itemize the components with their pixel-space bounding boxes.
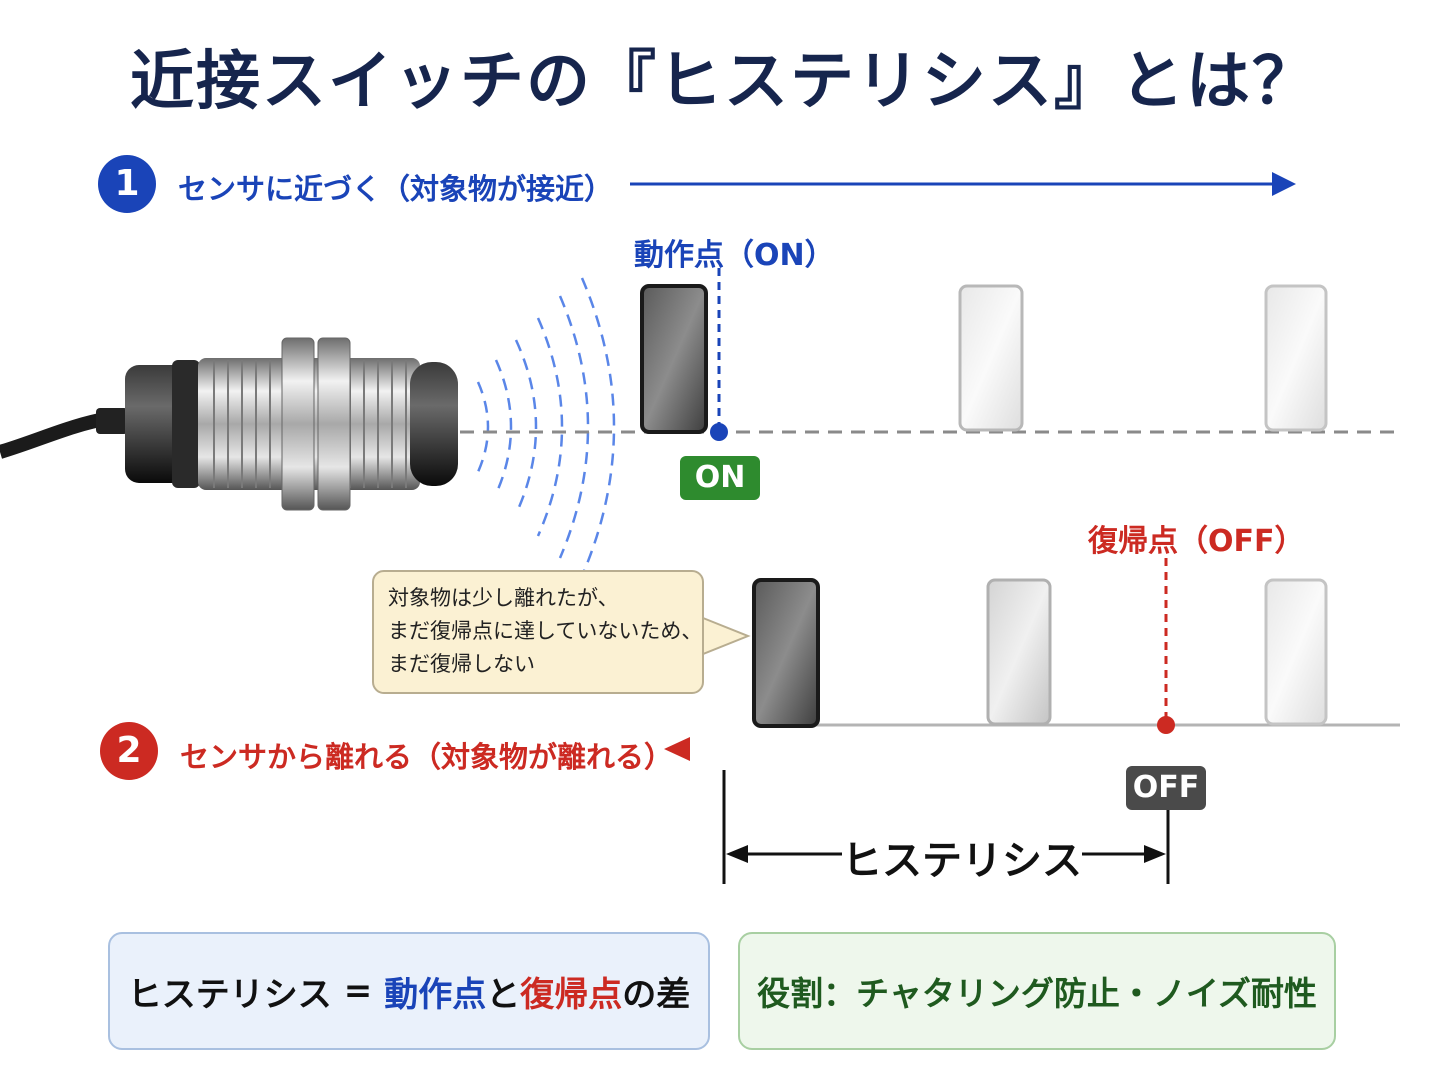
operate-point-dot	[710, 423, 728, 441]
hysteresis-label: ヒステリシス	[842, 838, 1082, 884]
page-title: 近接スイッチの『ヒステリシス』とは？	[130, 45, 1318, 119]
target-block-mid	[958, 284, 1024, 432]
sensor-rear-cap	[125, 365, 187, 483]
target-block-leaving-mid	[986, 578, 1052, 726]
summary-release: 復帰点	[520, 974, 623, 1015]
step-2-badge: 2	[100, 722, 158, 780]
detection-waves	[476, 277, 616, 577]
summary-operate: 動作点	[384, 974, 487, 1015]
target-block-far	[1264, 284, 1328, 432]
summary-definition-box: ヒステリシス = 動作点 と 復帰点 の差	[108, 932, 710, 1050]
target-block-leaving-near	[752, 578, 820, 728]
sensor-cable	[0, 411, 112, 459]
on-tag: ON	[680, 456, 760, 500]
sensor-nut-1	[281, 337, 315, 511]
callout-line-1: 対象物は少し離れたが、	[388, 586, 619, 610]
release-point-label: 復帰点（OFF）	[1088, 524, 1305, 559]
sensor-face	[410, 362, 458, 486]
release-point-dot	[1157, 716, 1175, 734]
operate-point-label: 動作点（ON）	[634, 238, 835, 273]
summary-and: と	[486, 974, 521, 1015]
step-2-label: センサから離れる（対象物が離れる）	[180, 740, 674, 774]
summary-suffix: の差	[622, 974, 691, 1015]
callout-line-3: まだ復帰しない	[388, 652, 535, 676]
step-1-badge: 1	[98, 155, 156, 213]
off-tag: OFF	[1126, 766, 1206, 810]
summary-role-box: 役割：チャタリング防止・ノイズ耐性	[738, 932, 1336, 1050]
summary-term: ヒステリシス	[127, 974, 332, 1015]
callout-line-2: まだ復帰点に達していないため、	[388, 619, 703, 643]
summary-equals: =	[343, 971, 373, 1011]
callout-pointer	[702, 616, 751, 656]
target-block-leaving-far	[1264, 578, 1328, 726]
sensor-nut-2	[317, 337, 351, 511]
callout-box: 対象物は少し離れたが、 まだ復帰点に達していないため、 まだ復帰しない	[372, 570, 704, 694]
step-1-label: センサに近づく（対象物が接近）	[178, 172, 614, 206]
target-block-near	[640, 284, 708, 434]
